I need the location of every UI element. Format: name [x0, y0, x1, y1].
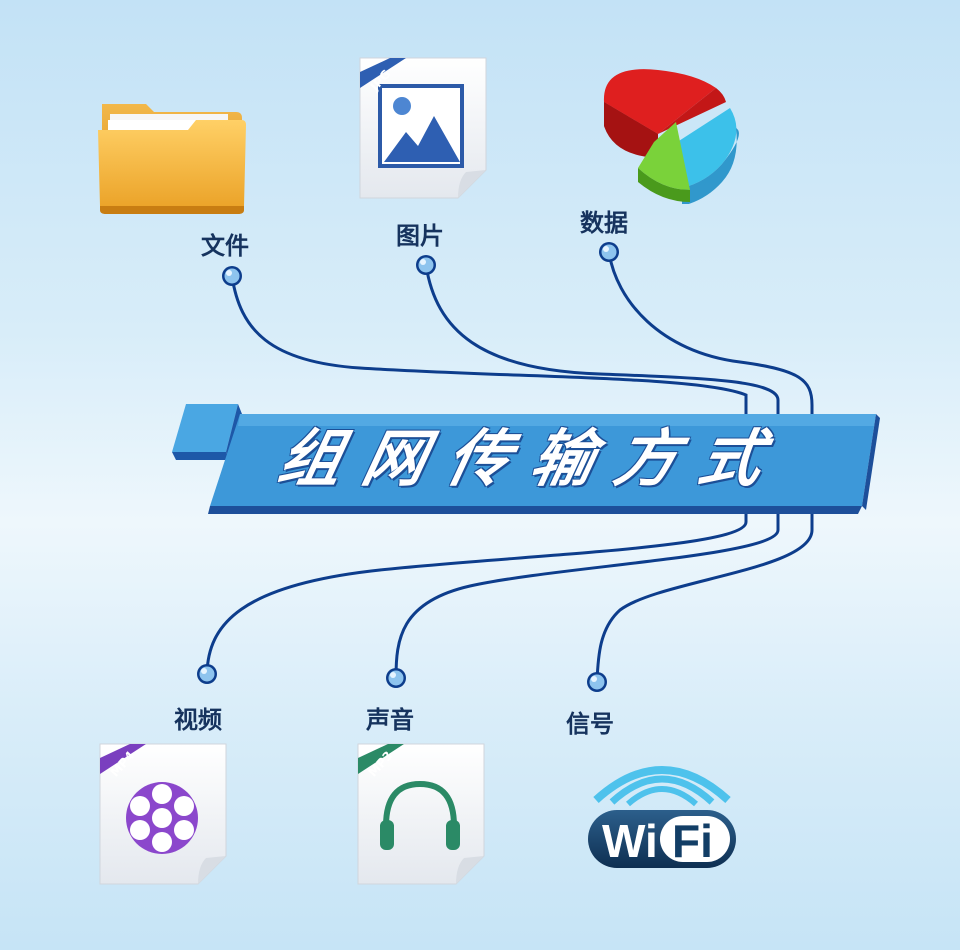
label-xinhao: 信号 — [566, 710, 614, 738]
node-shengyin — [386, 668, 406, 688]
node-shuju — [599, 242, 619, 262]
node-wenjian — [222, 266, 242, 286]
mp4-video-file-icon: MP4 — [99, 743, 227, 885]
node-shipin — [197, 664, 217, 684]
connector-shuju — [607, 251, 814, 418]
banner-title: 组网传输方式 — [272, 422, 792, 495]
connector-shengyin — [394, 510, 780, 679]
connector-xinhao — [595, 510, 814, 683]
wifi-logo-icon — [588, 766, 736, 868]
node-xinhao — [587, 672, 607, 692]
mp3-audio-file-icon: MP3 — [357, 743, 485, 885]
label-shuju: 数据 — [580, 209, 628, 237]
label-shengyin: 声音 — [366, 706, 414, 734]
connector-wenjian — [230, 275, 748, 418]
connector-tupian — [424, 264, 780, 418]
wifi-logo-text-fi: Fi — [672, 815, 713, 867]
wifi-logo-text-wi: Wi — [602, 815, 658, 867]
label-tupian: 图片 — [396, 222, 444, 250]
label-wenjian: 文件 — [201, 232, 249, 260]
jpg-image-file-icon: JPG — [359, 57, 487, 199]
label-shipin: 视频 — [174, 706, 222, 734]
node-tupian — [416, 255, 436, 275]
pie-chart-icon — [603, 69, 739, 204]
connector-shipin — [205, 510, 748, 675]
folder-icon — [98, 104, 246, 214]
